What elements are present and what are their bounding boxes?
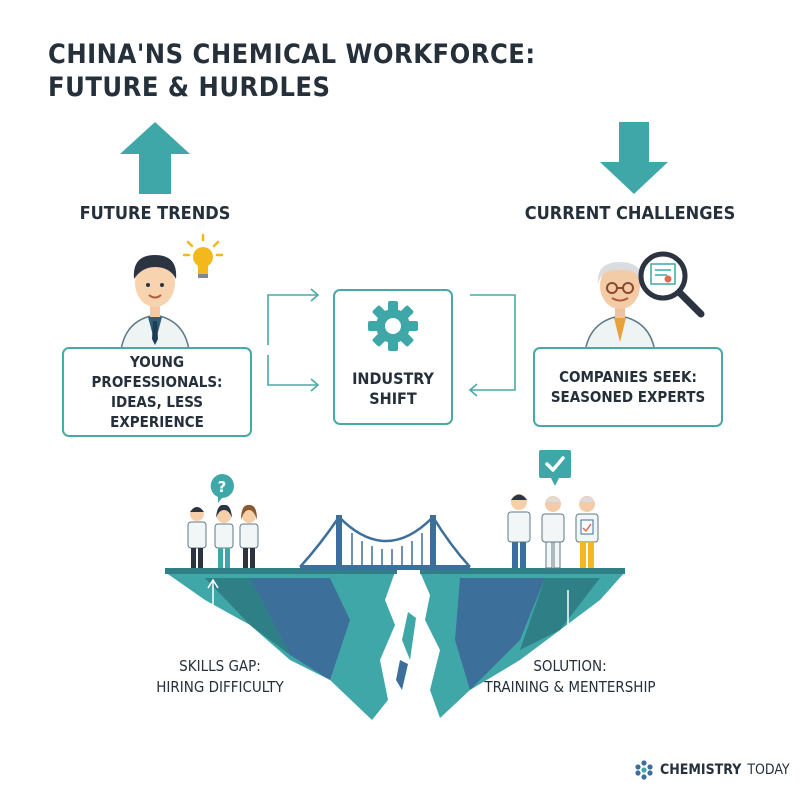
young-professionals-box: YOUNG PROFESSIONALS: IDEAS, LESS EXPERIE… <box>62 347 252 437</box>
companies-seek-line-2: SEASONED EXPERTS <box>550 388 706 406</box>
arrow-up-icon <box>120 122 190 194</box>
title-line-2: FUTURE & HURDLES <box>48 72 331 103</box>
svg-text:?: ? <box>218 478 227 496</box>
industry-shift-line-2: SHIFT <box>369 389 417 408</box>
solution-line-1: SOLUTION: <box>533 657 607 675</box>
young-professionals-line-1: YOUNG PROFESSIONALS: <box>91 353 223 391</box>
young-group-figures <box>187 504 259 568</box>
expert-group-figures <box>507 494 599 569</box>
brand-bold: CHEMISTRY <box>660 762 742 778</box>
skills-gap-line-1: SKILLS GAP: <box>179 657 261 675</box>
gear-icon <box>368 301 418 351</box>
atom-logo-icon <box>635 760 653 780</box>
solution-label: SOLUTION: TRAINING & MENTERSHIP <box>470 656 670 698</box>
skills-gap-line-2: HIRING DIFFICULTY <box>156 678 284 696</box>
arrow-right-bottom <box>470 345 516 391</box>
question-bubble-icon: ? <box>210 474 234 503</box>
young-professionals-line-2: IDEAS, LESS EXPERIENCE <box>110 393 204 431</box>
skills-gap-label: SKILLS GAP: HIRING DIFFICULTY <box>140 656 300 698</box>
brand-logo: CHEMISTRY TODAY <box>634 760 790 780</box>
arrow-left-top <box>267 294 318 345</box>
companies-seek-line-1: COMPANIES SEEK: <box>559 368 697 386</box>
page-title: CHINA'NS CHEMICAL WORKFORCE: FUTURE & HU… <box>48 38 536 104</box>
title-line-1: CHINA'NS CHEMICAL WORKFORCE: <box>48 39 536 70</box>
future-trends-label: FUTURE TRENDS <box>79 203 231 224</box>
industry-shift-line-1: INDUSTRY <box>352 369 434 388</box>
check-bubble-icon <box>539 450 571 486</box>
companies-seek-box: COMPANIES SEEK: SEASONED EXPERTS <box>533 347 723 427</box>
bridge-icon <box>299 515 471 571</box>
current-challenges-label: CURRENT CHALLENGES <box>524 203 736 224</box>
arrow-right-top <box>470 294 516 345</box>
lightbulb-icon <box>182 233 224 278</box>
arrow-left-bottom <box>267 355 318 386</box>
arrow-down-icon <box>600 122 668 194</box>
magnifier-icon <box>638 251 705 318</box>
brand-light: TODAY <box>747 762 790 778</box>
solution-line-2: TRAINING & MENTERSHIP <box>484 678 656 696</box>
